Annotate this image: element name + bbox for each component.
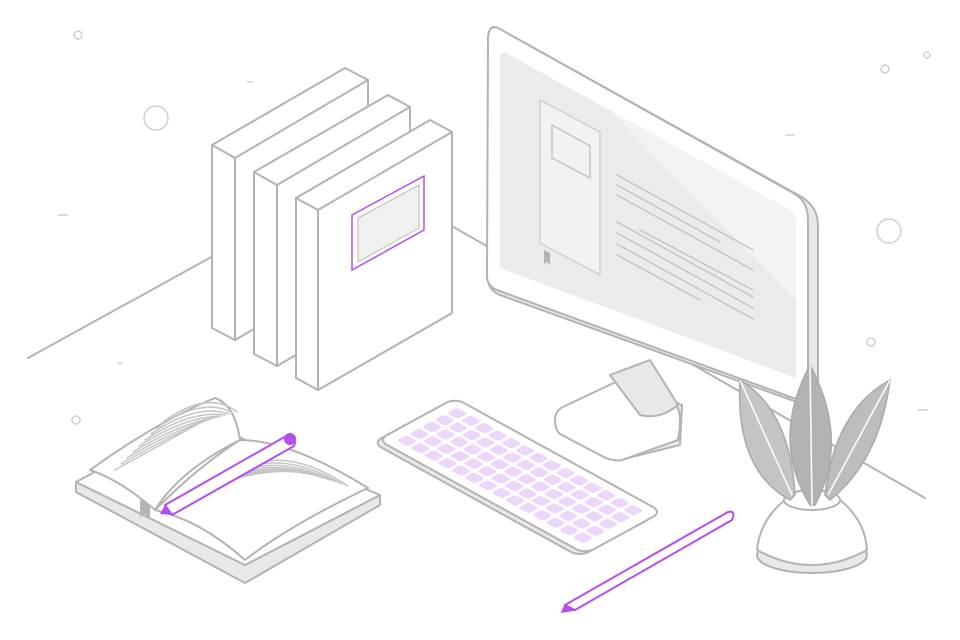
text-line xyxy=(162,401,238,423)
keyboard-key xyxy=(478,466,496,477)
keyboard-key xyxy=(424,436,442,447)
keyboard-key xyxy=(461,415,480,426)
keyboard-key xyxy=(573,532,592,543)
keyboard-key xyxy=(546,517,565,528)
keyboard-key xyxy=(488,430,507,441)
keyboard-key xyxy=(448,408,467,419)
keyboard-keys xyxy=(397,408,643,543)
keyboard-key xyxy=(531,481,550,492)
keyboard-key xyxy=(610,497,629,508)
keyboard-key xyxy=(462,430,481,440)
keyboard-key xyxy=(463,444,482,455)
keyboard-key xyxy=(519,502,538,513)
keyboard-key xyxy=(599,519,617,529)
keyboard-key xyxy=(518,488,537,499)
keyboard-key xyxy=(437,443,456,454)
keyboard-key xyxy=(597,490,615,501)
keyboard-key xyxy=(506,495,524,506)
keyboard-key xyxy=(557,482,576,493)
monitor-icon xyxy=(486,26,819,462)
keyboard-key xyxy=(475,423,494,434)
text-line xyxy=(156,406,234,429)
keyboard-key xyxy=(586,525,605,536)
keyboard-key xyxy=(611,512,630,522)
notebook-icon xyxy=(75,397,381,584)
keyboard-key xyxy=(503,452,522,463)
keyboard-key xyxy=(397,435,416,446)
keyboard-key xyxy=(477,451,496,462)
keyboard-key xyxy=(479,480,497,491)
keyboard-key xyxy=(517,474,536,485)
keyboard-key xyxy=(571,504,590,514)
keyboard-key xyxy=(490,459,509,470)
keyboard-key xyxy=(529,453,548,463)
keyboard-key xyxy=(449,422,468,433)
keyboard-key xyxy=(464,458,483,469)
keyboard-key xyxy=(584,497,603,508)
text-line xyxy=(144,413,226,441)
keyboard-key xyxy=(450,437,468,447)
keyboard-key xyxy=(411,443,430,454)
keyboard-key xyxy=(530,467,549,478)
keyboard-key xyxy=(624,505,643,516)
books-icon xyxy=(211,67,453,391)
keyboard-key xyxy=(556,468,575,478)
plant-icon xyxy=(738,363,891,574)
keyboard-icon xyxy=(373,398,662,557)
keyboard-key xyxy=(532,496,551,506)
keyboard-key xyxy=(572,518,591,529)
keyboard-key xyxy=(570,475,588,486)
keyboard-key xyxy=(583,482,602,493)
keyboard-key xyxy=(423,422,441,432)
keyboard-key xyxy=(585,511,604,522)
keyboard-key xyxy=(504,466,523,477)
keyboard-key xyxy=(545,503,564,514)
keyboard-key xyxy=(543,460,561,471)
keyboard-key xyxy=(465,473,484,483)
keyboard-key xyxy=(516,460,535,470)
keyboard-key xyxy=(598,504,616,515)
keyboard-key xyxy=(410,429,429,439)
keyboard-key xyxy=(543,474,562,485)
decorative-dots xyxy=(58,30,931,425)
keyboard-key xyxy=(436,429,455,440)
text-line xyxy=(132,416,218,453)
keyboard-key xyxy=(559,511,578,521)
keyboard-key xyxy=(560,525,579,536)
keyboard-key xyxy=(502,438,521,449)
keyboard-key xyxy=(451,451,469,462)
text-line xyxy=(150,410,230,435)
keyboard-key xyxy=(489,445,508,455)
pencil-icon xyxy=(560,510,735,613)
keyboard-key xyxy=(533,510,552,521)
keyboard-key xyxy=(452,465,470,476)
text-line xyxy=(138,415,222,447)
keyboard-key xyxy=(424,450,443,461)
keyboard-key xyxy=(505,481,524,491)
keyboard-key xyxy=(476,437,495,448)
keyboard-key xyxy=(515,445,534,456)
keyboard-key xyxy=(544,489,563,500)
keyboard-key xyxy=(435,415,454,426)
keyboard-key xyxy=(491,473,510,484)
keyboard-key xyxy=(571,489,589,500)
keyboard-key xyxy=(558,496,577,507)
keyboard-key xyxy=(492,488,511,498)
text-line xyxy=(126,417,214,459)
keyboard-key xyxy=(438,458,457,469)
